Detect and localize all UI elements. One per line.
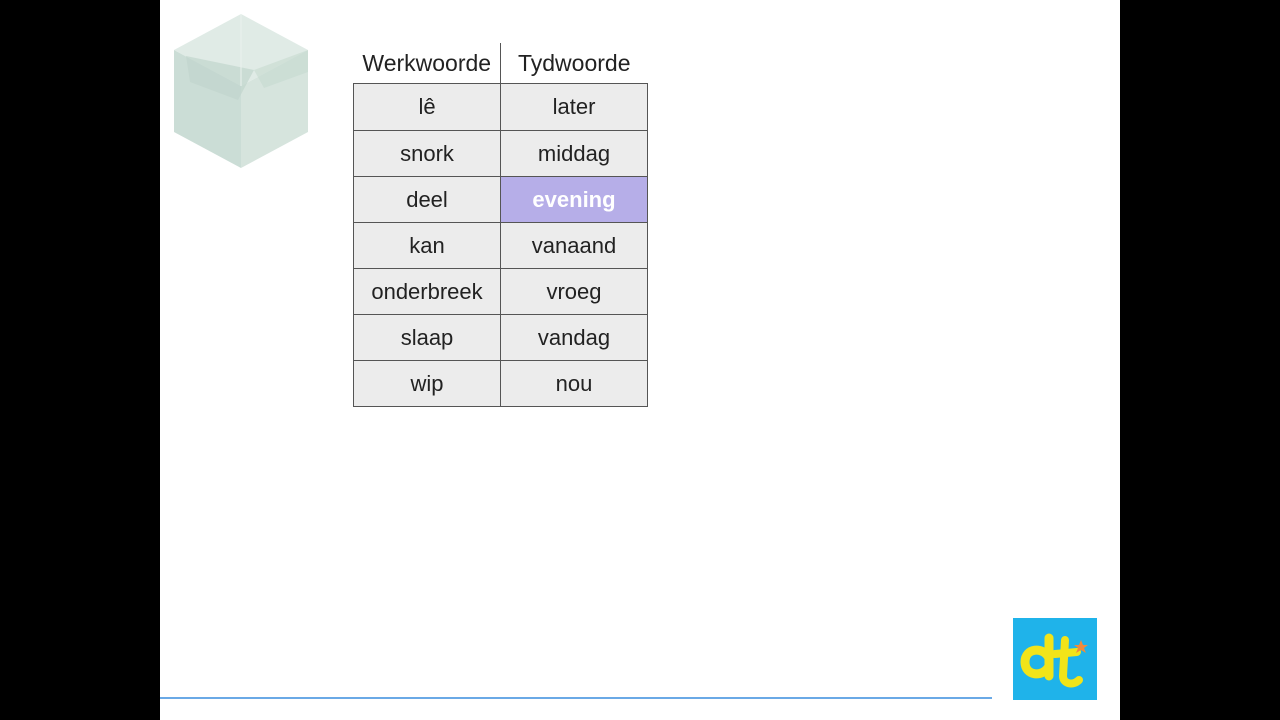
verb-cell: wip xyxy=(353,360,501,407)
column-header-werkwoorde: Werkwoorde xyxy=(362,49,492,76)
time-word-cell: later xyxy=(500,83,648,131)
table-row: wip nou xyxy=(353,360,648,407)
table-row: kan vanaand xyxy=(353,222,648,269)
bottom-divider-line xyxy=(160,697,992,699)
time-word-cell-highlighted: evening xyxy=(500,176,648,223)
verb-cell: kan xyxy=(353,222,501,269)
table-row: snork middag xyxy=(353,130,648,177)
time-word-cell: vanaand xyxy=(500,222,648,269)
verb-cell: deel xyxy=(353,176,501,223)
translucent-cube-icon xyxy=(174,14,308,168)
dt-logo-icon xyxy=(1013,618,1097,700)
time-word-cell: vandag xyxy=(500,314,648,361)
table-row: onderbreek vroeg xyxy=(353,268,648,315)
verb-cell: lê xyxy=(353,83,501,131)
time-word-cell: middag xyxy=(500,130,648,177)
word-table: Werkwoorde Tydwoorde lê later snork midd… xyxy=(353,43,648,407)
slide-canvas: Werkwoorde Tydwoorde lê later snork midd… xyxy=(160,0,1120,720)
time-word-cell: vroeg xyxy=(500,268,648,315)
verb-cell: snork xyxy=(353,130,501,177)
verb-cell: onderbreek xyxy=(353,268,501,315)
table-row: deel evening xyxy=(353,176,648,223)
table-row: lê later xyxy=(353,83,648,131)
table-row: slaap vandag xyxy=(353,314,648,361)
time-word-cell: nou xyxy=(500,360,648,407)
verb-cell: slaap xyxy=(353,314,501,361)
column-header-tydwoorde: Tydwoorde xyxy=(500,43,648,84)
